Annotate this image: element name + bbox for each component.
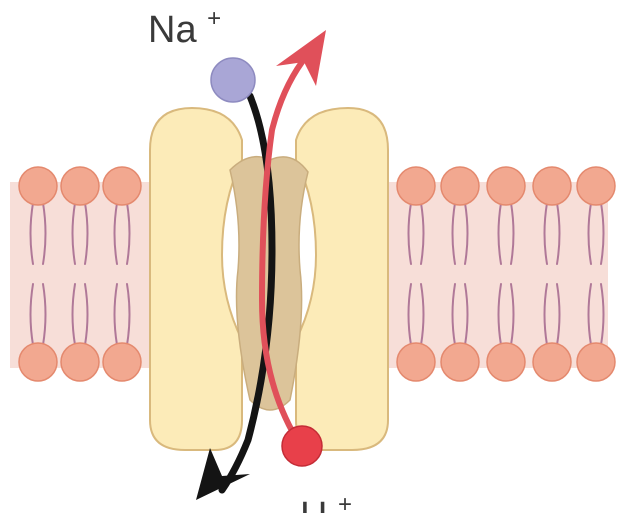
protein-subunit-right <box>296 108 388 450</box>
sodium-ion <box>211 58 255 102</box>
lipid-molecule-icon <box>533 167 571 205</box>
lipid-molecule-icon <box>19 343 57 381</box>
lipid-molecule-icon <box>577 343 615 381</box>
lipid-molecule-icon <box>397 167 435 205</box>
sodium-symbol: Na <box>148 9 197 51</box>
proton-ion <box>282 426 322 466</box>
lipid-molecule-icon <box>61 167 99 205</box>
lipid-molecule-icon <box>61 343 99 381</box>
proton-charge: + <box>338 491 352 513</box>
lipid-molecule-icon <box>441 167 479 205</box>
sodium-label: Na + <box>148 5 221 51</box>
lipid-molecule-icon <box>103 167 141 205</box>
lipid-molecule-icon <box>19 167 57 205</box>
lipid-molecule-icon <box>533 343 571 381</box>
arrow-up-icon <box>276 30 326 86</box>
lipid-molecule-icon <box>487 343 525 381</box>
membrane-band-right <box>380 182 608 368</box>
lipid-molecule-icon <box>487 167 525 205</box>
lipid-molecule-icon <box>397 343 435 381</box>
proton-symbol: H <box>300 495 327 513</box>
protein-subunit-left <box>150 108 242 450</box>
sodium-charge: + <box>207 5 221 32</box>
proton-label: H + <box>300 491 352 513</box>
lipid-molecule-icon <box>103 343 141 381</box>
lipid-molecule-icon <box>441 343 479 381</box>
lipid-molecule-icon <box>577 167 615 205</box>
